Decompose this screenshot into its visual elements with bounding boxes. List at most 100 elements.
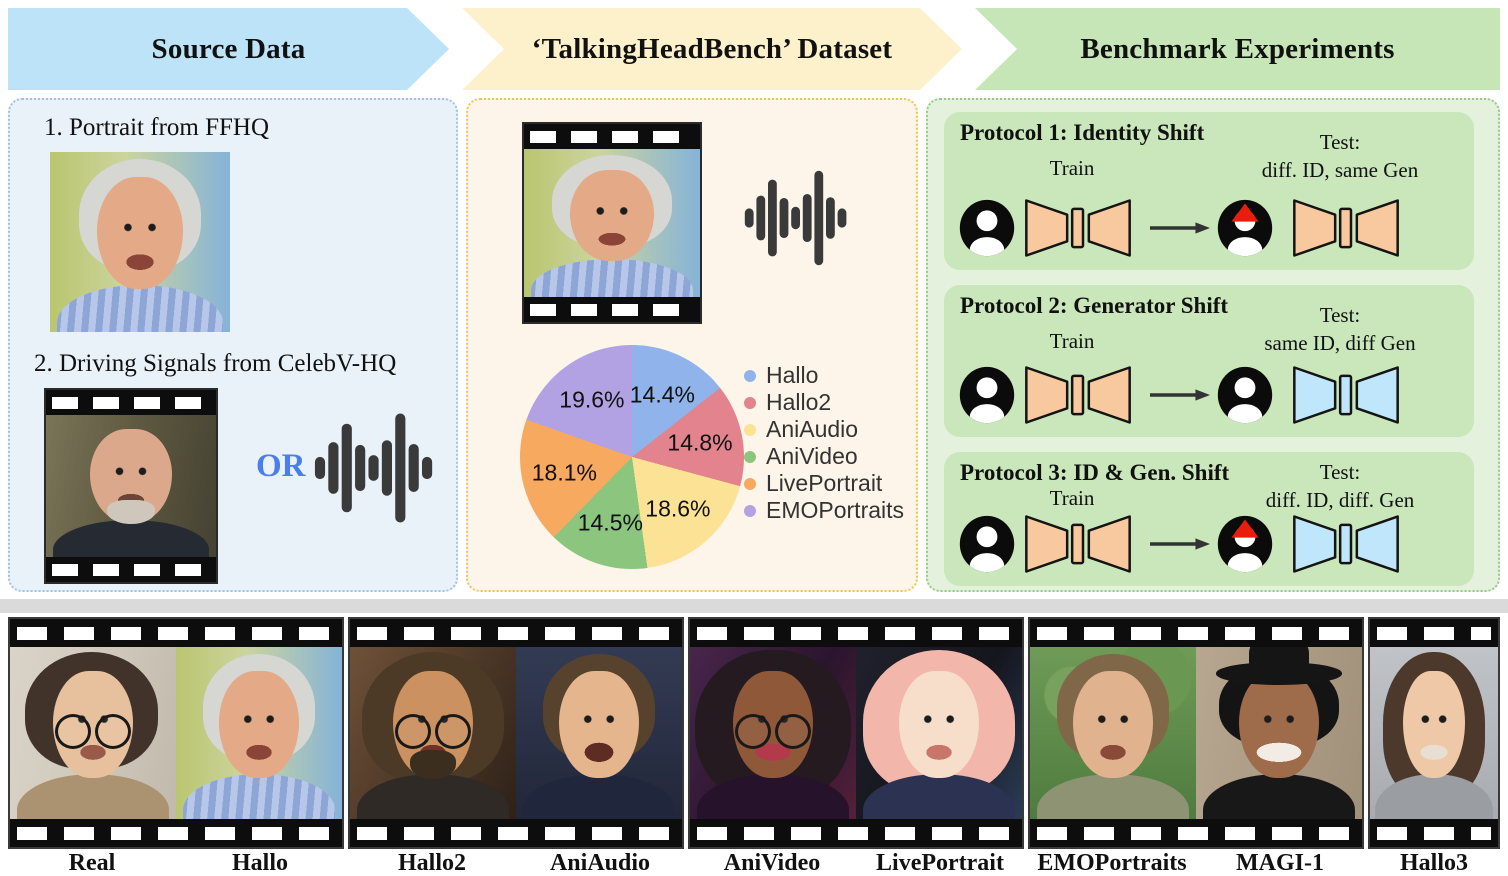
person-icon [958, 197, 1016, 259]
banner-source-data-label: Source Data [151, 32, 306, 65]
film-sprockets-top [524, 124, 700, 149]
train-label: Train [1049, 486, 1095, 510]
film-sprockets-bottom [524, 297, 700, 322]
generator-train-icon [1025, 199, 1131, 257]
film-sprockets-top [1030, 619, 1362, 647]
dataset-video-face [524, 149, 700, 297]
banner-benchmark-label: Benchmark Experiments [1080, 32, 1395, 65]
label-anivideo: AniVideo [723, 850, 821, 876]
film-sprockets-bottom [350, 819, 682, 847]
filmstrip-real-hallo [8, 617, 344, 849]
legend-item: LivePortrait [744, 470, 904, 497]
legend-label: Hallo [766, 362, 819, 388]
portrait-face [50, 152, 230, 332]
film-sprockets-bottom [1030, 819, 1362, 847]
legend-item: EMOPortraits [744, 497, 904, 524]
test-label: Test: same ID, diff Gen [1220, 301, 1460, 357]
dataset-video-clip [522, 122, 702, 324]
head [1073, 671, 1153, 778]
torso [1202, 774, 1356, 819]
label-hallo3: Hallo3 [1399, 850, 1468, 876]
legend-dot [744, 396, 756, 409]
audio-waveform-icon [744, 170, 847, 266]
pie-slice-value: 18.6% [645, 495, 711, 522]
legend-dot [744, 450, 756, 463]
pie-slice-value: 19.6% [559, 386, 625, 413]
generator-train-icon [1025, 515, 1131, 573]
train-label: Train [1049, 329, 1095, 353]
face-hallo2 [350, 647, 516, 819]
film-sprockets-top [46, 390, 216, 415]
legend-item: Hallo2 [744, 389, 904, 416]
label-aniaudio: AniAudio [549, 850, 651, 876]
face-aniaudio [516, 647, 682, 819]
test-condition: diff. ID, diff. Gen [1265, 488, 1415, 512]
label-emoportraits: EMOPortraits [1037, 850, 1187, 876]
test-word: Test: [1319, 460, 1361, 484]
pie-slice-value: 14.8% [667, 429, 733, 456]
face-hallo3 [1370, 647, 1498, 819]
head [1239, 671, 1319, 778]
glasses [733, 714, 813, 750]
legend-label: AniAudio [766, 416, 859, 442]
film-sprockets-top [10, 619, 342, 647]
banner-source-data: Source Data [8, 8, 449, 90]
benchmark-panel: Protocol 1: Identity Shift Train Test: d… [926, 98, 1500, 592]
head [559, 671, 639, 778]
portrait-from-ffhq-label: 1. Portrait from FFHQ [44, 114, 269, 141]
section-divider [0, 599, 1508, 613]
banner-dataset-label: ‘TalkingHeadBench’ Dataset [531, 32, 893, 65]
head [96, 177, 184, 289]
pie-slice-value: 18.1% [531, 459, 597, 486]
film-sprockets-bottom [46, 557, 216, 582]
protocol-1-diagram [958, 196, 1460, 260]
person-icon [958, 513, 1016, 575]
torso [531, 258, 693, 297]
label-hallo2: Hallo2 [397, 850, 466, 876]
protocol-1-title: Protocol 1: Identity Shift [960, 120, 1205, 145]
person-same-id-icon [1216, 364, 1274, 426]
generator-test-icon [1293, 366, 1399, 424]
head [569, 169, 655, 262]
face-magi1 [1196, 647, 1362, 819]
test-label: Test: diff. ID, diff. Gen [1220, 458, 1460, 514]
driving-video-clip [44, 388, 218, 584]
protocol-3-box: Protocol 3: ID & Gen. Shift Train Test: … [944, 452, 1474, 586]
filmstrip-anivideo-liveportrait [688, 617, 1024, 849]
face-hallo [176, 647, 342, 819]
legend-label: Hallo2 [766, 389, 832, 415]
test-condition: diff. ID, same Gen [1261, 158, 1419, 182]
label-real: Real [68, 850, 116, 876]
or-label: OR [256, 448, 306, 484]
legend-item: AniAudio [744, 416, 904, 443]
test-condition: same ID, diff Gen [1264, 331, 1416, 355]
generator-test-icon [1293, 199, 1399, 257]
torso [1036, 774, 1190, 819]
torso [1375, 774, 1493, 819]
driving-video-face [46, 415, 216, 557]
head [1403, 671, 1465, 778]
legend-dot [744, 504, 756, 517]
generator-test-icon [1293, 515, 1399, 573]
protocol-2-diagram [958, 363, 1460, 427]
driving-signals-label: 2. Driving Signals from CelebV-HQ [34, 350, 397, 377]
source-data-panel: 1. Portrait from FFHQ 2. Driving Signals… [8, 98, 458, 592]
label-liveportrait: LivePortrait [876, 850, 1004, 876]
film-sprockets-top [690, 619, 1022, 647]
beard [107, 500, 155, 525]
protocol-3-title: Protocol 3: ID & Gen. Shift [960, 460, 1230, 485]
head [90, 429, 172, 523]
face-anivideo [690, 647, 856, 819]
legend-item: Hallo [744, 362, 904, 389]
legend-dot [744, 369, 756, 382]
protocol-2-title: Protocol 2: Generator Shift [960, 293, 1229, 318]
face-liveportrait [856, 647, 1022, 819]
protocol-2-box: Protocol 2: Generator Shift Train Test: … [944, 285, 1474, 437]
torso [16, 774, 170, 819]
filmstrip-hallo2-aniaudio [348, 617, 684, 849]
film-sprockets-bottom [10, 819, 342, 847]
label-hallo: Hallo [231, 850, 288, 876]
film-sprockets-bottom [690, 819, 1022, 847]
